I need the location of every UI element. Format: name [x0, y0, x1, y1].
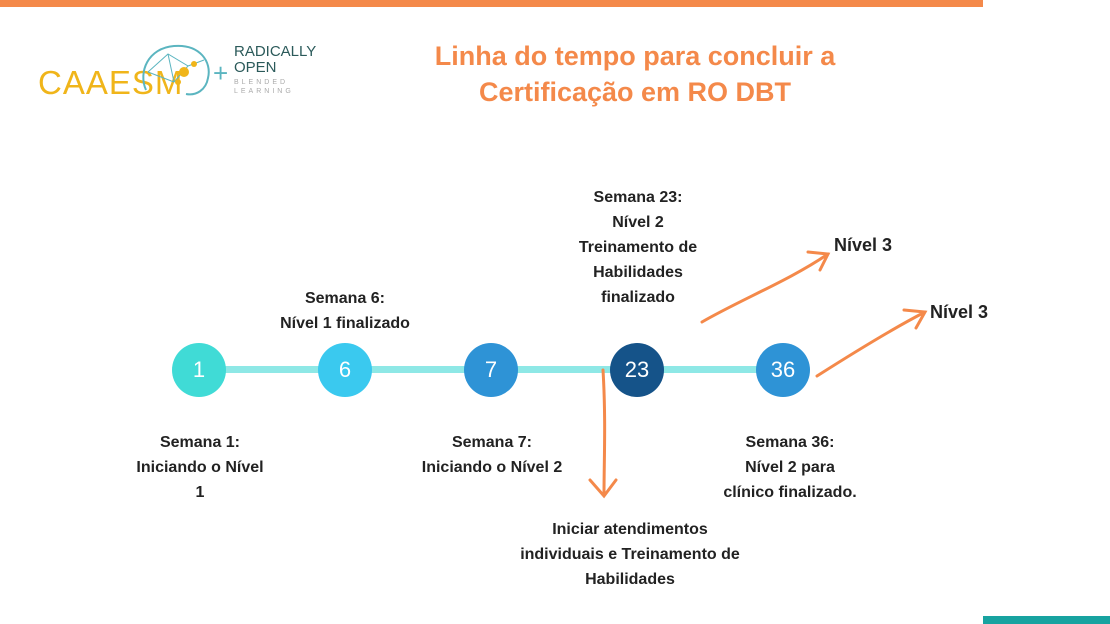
logo-caaesm: CAAESM — [38, 64, 184, 101]
text: Semana 7: — [451, 434, 533, 451]
label-nivel-3-b: Nível 3 — [930, 302, 989, 322]
logo-radically: RADICALLY — [234, 43, 317, 60]
timeline-node-7: 7 — [464, 343, 518, 397]
text: Nível 1 finalizado — [280, 315, 410, 332]
arrow-nivel3-b — [815, 308, 928, 378]
text: Semana 36: — [745, 434, 835, 451]
timeline-node-36: 36 — [756, 343, 810, 397]
text: finalizado — [601, 289, 675, 306]
label-week-6: Semana 6: Nível 1 finalizado — [245, 286, 445, 336]
text: Semana 6: — [304, 290, 386, 307]
text: individuais e Treinamento de — [520, 546, 740, 563]
bottom-accent-bar — [983, 616, 1110, 624]
title-line-2: Certificação em RO DBT — [478, 77, 792, 107]
text: Iniciando o Nível 2 — [421, 459, 563, 476]
text: Nível 2 — [612, 214, 664, 231]
text: Nível 2 para — [745, 459, 835, 476]
text: Treinamento de — [578, 239, 698, 256]
logo-plus: + — [213, 58, 229, 88]
label-week-23: Semana 23: Nível 2 Treinamento de Habilidad… — [548, 185, 728, 310]
brain-icon — [142, 44, 210, 96]
timeline-node-1: 1 — [172, 343, 226, 397]
page-title: Linha do tempo para concluir a Certifica… — [380, 38, 890, 110]
arrow-nivel3-a — [700, 250, 831, 324]
label-week-1: Semana 1: Iniciando o Nível 1 — [105, 430, 295, 505]
label-week-7: Semana 7: Iniciando o Nível 2 — [392, 430, 592, 480]
text: Iniciando o Nível — [136, 459, 264, 476]
label-iniciar: Iniciar atendimentos individuais e Treina… — [480, 517, 780, 592]
title-line-1: Linha do tempo para concluir a — [434, 41, 836, 71]
label-nivel-3-a: Nível 3 — [834, 235, 893, 255]
text: 1 — [195, 484, 205, 501]
top-accent-bar — [0, 0, 983, 7]
text: Habilidades — [593, 264, 683, 281]
text: Semana 1: — [159, 434, 241, 451]
text: Semana 23: — [593, 189, 683, 206]
arrow-down — [588, 368, 618, 499]
logo-learning: LEARNING — [234, 88, 294, 95]
timeline-node-23: 23 — [610, 343, 664, 397]
text: Iniciar atendimentos — [552, 521, 708, 538]
logo-blended: BLENDED — [234, 79, 289, 86]
text: clínico finalizado. — [723, 484, 857, 501]
text: Habilidades — [585, 571, 675, 588]
logo-open: OPEN — [234, 59, 277, 76]
logo-blended-learning: BLENDED LEARNING — [234, 78, 294, 96]
timeline-node-6: 6 — [318, 343, 372, 397]
label-week-36: Semana 36: Nível 2 para clínico finalizado… — [690, 430, 890, 505]
